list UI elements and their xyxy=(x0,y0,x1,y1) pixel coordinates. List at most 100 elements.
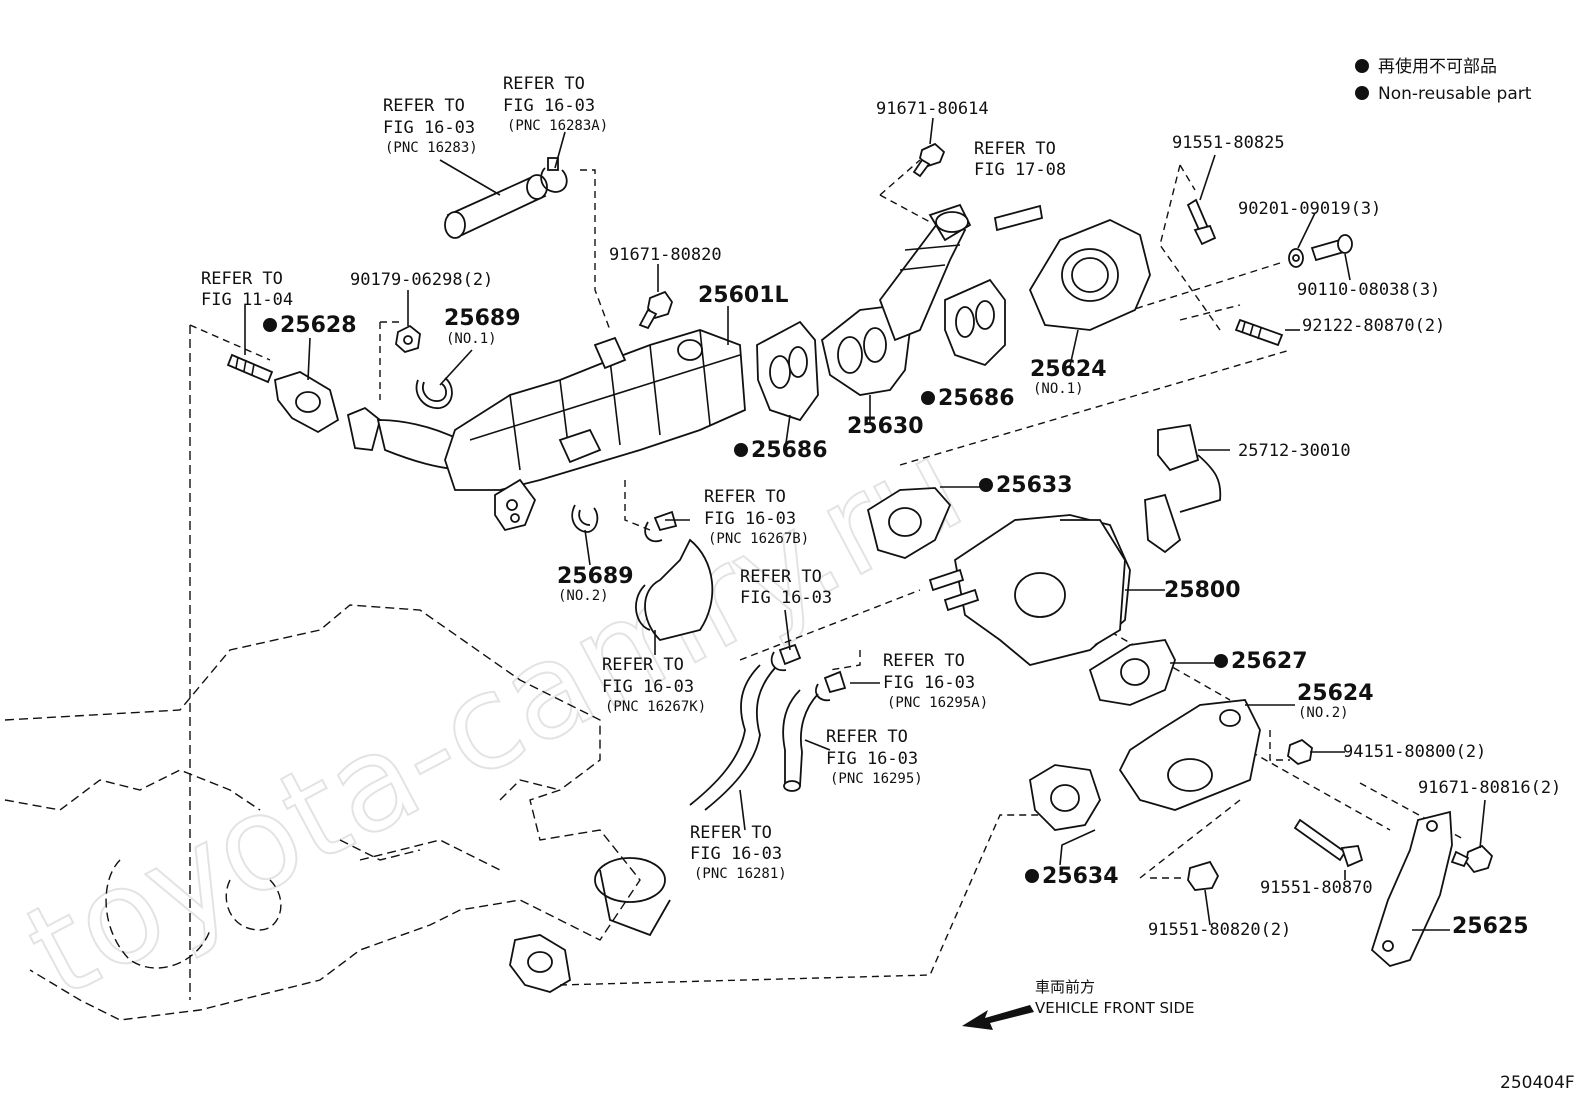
part-label-92122-80870: 92122-80870(2) xyxy=(1302,316,1445,336)
part-label-90179-06298: 90179-06298(2) xyxy=(350,270,493,290)
svg-text:REFER TO: REFER TO xyxy=(704,487,786,507)
non-reusable-dot-icon xyxy=(979,478,993,492)
refer-fig-16-03-pnc-16267b: REFER TO FIG 16-03 (PNC 16267B) xyxy=(704,487,809,547)
bolt-91671-80614 xyxy=(912,142,946,178)
clip-25689-no2 xyxy=(571,504,599,533)
part-label-25625: 25625 xyxy=(1452,914,1529,939)
refer-fig-16-03-pnc-16295a: REFER TO FIG 16-03 (PNC 16295A) xyxy=(883,651,988,711)
hose-16283 xyxy=(444,174,548,239)
svg-text:FIG 16-03: FIG 16-03 xyxy=(826,749,918,769)
bracket-25625 xyxy=(1370,810,1453,968)
non-reusable-dot-icon xyxy=(1355,86,1369,100)
svg-text:FIG 16-03: FIG 16-03 xyxy=(503,96,595,116)
svg-text:25686: 25686 xyxy=(751,438,828,463)
stud-92122 xyxy=(1234,318,1284,347)
refer-fig-16-03-pnc-16283: REFER TO FIG 16-03 (PNC 16283) xyxy=(383,96,478,156)
part-label-25689-no2: 25689 (NO.2) xyxy=(557,564,634,604)
legend-jp: 再使用不可部品 xyxy=(1378,56,1497,77)
refer-fig-16-03-pnc-16281: REFER TO FIG 16-03 (PNC 16281) xyxy=(690,823,787,882)
exhaust-flange xyxy=(509,857,671,993)
legend-en: Non-reusable part xyxy=(1378,84,1532,104)
egr-valve-25800 xyxy=(928,514,1131,666)
svg-text:REFER TO: REFER TO xyxy=(974,139,1056,159)
part-label-91551-80825: 91551-80825 xyxy=(1172,133,1285,153)
clip-25689-no1 xyxy=(415,377,453,409)
svg-text:(NO.1): (NO.1) xyxy=(1033,381,1084,397)
svg-text:REFER TO: REFER TO xyxy=(602,655,684,675)
svg-text:25628: 25628 xyxy=(280,313,357,338)
svg-text:25686: 25686 xyxy=(938,386,1015,411)
non-reusable-dot-icon xyxy=(921,391,935,405)
part-label-25624-no2: 25624 (NO.2) xyxy=(1297,681,1374,721)
svg-text:(PNC 16295A): (PNC 16295A) xyxy=(887,695,988,711)
svg-text:(NO.1): (NO.1) xyxy=(446,331,497,347)
part-label-91671-80816: 91671-80816(2) xyxy=(1418,778,1561,798)
part-label-25633: 25633 xyxy=(979,473,1073,498)
stud-bolt-left xyxy=(226,353,274,384)
svg-text:REFER TO: REFER TO xyxy=(503,74,585,94)
non-reusable-dot-icon xyxy=(1214,654,1228,668)
washer-90201 xyxy=(1288,248,1304,268)
svg-text:FIG 16-03: FIG 16-03 xyxy=(383,118,475,138)
part-label-25627: 25627 xyxy=(1214,649,1308,674)
flange-25624-no2 xyxy=(1118,699,1261,811)
legend: 再使用不可部品 Non-reusable part xyxy=(1355,56,1532,104)
nut-90179 xyxy=(395,324,421,354)
bolt-90110 xyxy=(1310,234,1353,262)
svg-text:FIG 16-03: FIG 16-03 xyxy=(883,673,975,693)
refer-fig-16-03-pnc-16283a: REFER TO FIG 16-03 (PNC 16283A) xyxy=(503,74,608,134)
svg-text:VEHICLE FRONT SIDE: VEHICLE FRONT SIDE xyxy=(1035,999,1195,1017)
refer-fig-17-08: REFER TO FIG 17-08 xyxy=(974,139,1066,180)
svg-text:25634: 25634 xyxy=(1042,864,1119,889)
non-reusable-dot-icon xyxy=(734,443,748,457)
flange-25624-no1 xyxy=(1028,219,1151,331)
front-direction-arrow-icon xyxy=(962,1005,1034,1030)
svg-text:REFER TO: REFER TO xyxy=(690,823,772,843)
svg-text:REFER TO: REFER TO xyxy=(826,727,908,747)
bolt-91551-80825 xyxy=(1186,198,1217,246)
part-label-94151-80800: 94151-80800(2) xyxy=(1343,742,1486,762)
svg-text:25689: 25689 xyxy=(444,306,521,331)
pipe-17-08 xyxy=(993,204,1044,232)
part-label-25689-no1: 25689 (NO.1) xyxy=(444,306,521,347)
part-label-91551-80870: 91551-80870 xyxy=(1260,878,1373,898)
non-reusable-dot-icon xyxy=(263,318,277,332)
svg-text:車両前方: 車両前方 xyxy=(1035,978,1095,996)
part-label-25628: 25628 xyxy=(263,313,357,338)
part-label-25601l: 25601L xyxy=(698,283,789,308)
svg-text:25633: 25633 xyxy=(996,473,1073,498)
part-label-25624-no1: 25624 (NO.1) xyxy=(1030,357,1107,397)
refer-fig-16-03-pnc-16267k: REFER TO FIG 16-03 (PNC 16267K) xyxy=(602,655,706,715)
svg-text:REFER TO: REFER TO xyxy=(883,651,965,671)
gasket-25686-right xyxy=(944,278,1006,367)
hose-16295 xyxy=(782,689,819,792)
part-label-91671-80614: 91671-80614 xyxy=(876,99,989,119)
svg-text:REFER TO: REFER TO xyxy=(740,567,822,587)
svg-text:(PNC 16267B): (PNC 16267B) xyxy=(708,531,809,547)
refer-fig-16-03-pnc-16295: REFER TO FIG 16-03 (PNC 16295) xyxy=(826,727,923,787)
clamp-16295a xyxy=(815,670,847,702)
gasket-25686-left xyxy=(756,320,819,422)
clamp-16267b xyxy=(644,510,678,543)
part-label-90201-09019: 90201-09019(3) xyxy=(1238,199,1381,219)
svg-text:FIG 16-03: FIG 16-03 xyxy=(690,844,782,864)
svg-text:(PNC 16267K): (PNC 16267K) xyxy=(605,699,706,715)
svg-text:25624: 25624 xyxy=(1030,357,1107,382)
bolt-91671-80820 xyxy=(638,290,673,330)
svg-text:(PNC 16283A): (PNC 16283A) xyxy=(507,118,608,134)
svg-text:(PNC 16295): (PNC 16295) xyxy=(830,771,923,787)
part-label-25686-right: 25686 xyxy=(921,386,1015,411)
svg-text:(PNC 16283): (PNC 16283) xyxy=(385,140,478,156)
svg-text:(NO.2): (NO.2) xyxy=(558,588,609,604)
refer-fig-11-04: REFER TO FIG 11-04 xyxy=(201,269,293,310)
leader-lines xyxy=(244,117,1486,931)
svg-text:FIG 16-03: FIG 16-03 xyxy=(602,677,694,697)
engine-block xyxy=(4,325,641,1021)
non-reusable-dot-icon xyxy=(1355,59,1369,73)
part-label-25686-left: 25686 xyxy=(734,438,828,463)
svg-text:25627: 25627 xyxy=(1231,649,1308,674)
gasket-25634 xyxy=(1029,764,1101,831)
bolt-91551-80820 xyxy=(1187,860,1220,891)
part-label-25630: 25630 xyxy=(847,414,924,439)
